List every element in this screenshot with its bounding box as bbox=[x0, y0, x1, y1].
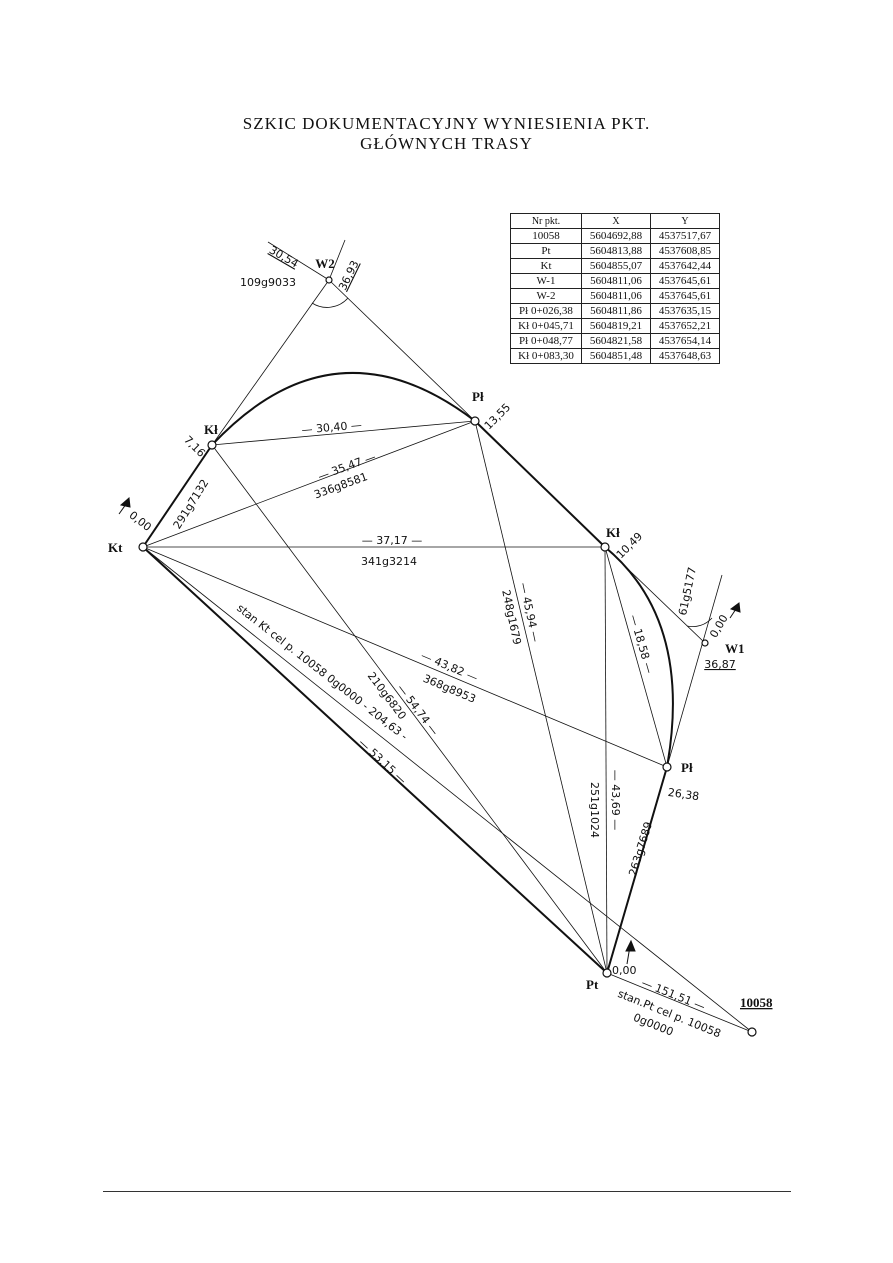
point-pt bbox=[602, 968, 612, 978]
curve-upper-arc bbox=[211, 372, 476, 446]
line-kt-10058 bbox=[142, 546, 753, 1033]
cell-x: 5604692,88 bbox=[581, 228, 651, 244]
cell-y: 4537642,44 bbox=[650, 258, 720, 274]
cell-y: 4537648,63 bbox=[650, 348, 720, 364]
label-pt: Pt bbox=[586, 977, 599, 992]
cell-nr: W-2 bbox=[510, 288, 582, 304]
meas-13-55: 13,55 bbox=[482, 401, 513, 432]
meas-37-17: — 37,17 — bbox=[362, 534, 422, 547]
meas-30-54: 30,54 bbox=[267, 243, 301, 270]
tangent-w2-pl bbox=[328, 279, 476, 422]
meas-0-00-w1: 0,00 bbox=[707, 612, 731, 640]
cell-x: 5604813,88 bbox=[581, 243, 651, 259]
meas-53-15: — 53,15 — bbox=[356, 736, 409, 787]
tangent-w1-pl bbox=[666, 574, 723, 768]
cell-x: 5604851,48 bbox=[581, 348, 651, 364]
meas-angle-263: 263g7689 bbox=[626, 820, 655, 877]
label-w1: W1 bbox=[725, 641, 745, 656]
meas-36-93: 36,93 bbox=[336, 258, 361, 292]
line-pl-upper-pt bbox=[474, 420, 608, 974]
label-pl-upper: Pł bbox=[472, 389, 484, 404]
cell-y: 4537517,67 bbox=[650, 228, 720, 244]
line-kl-upper-pl-upper bbox=[211, 420, 476, 446]
cell-y: 4537608,85 bbox=[650, 243, 720, 259]
meas-angle-251: 251g1024 bbox=[588, 782, 601, 838]
line-kt-pl-lower bbox=[142, 546, 668, 768]
cell-x: 5604811,06 bbox=[581, 273, 651, 289]
line-kl-upper-pt bbox=[211, 444, 608, 974]
cell-x: 5604821,58 bbox=[581, 333, 651, 349]
tangent-w2-ext-right bbox=[328, 239, 346, 281]
arrow-kt-head bbox=[119, 496, 131, 508]
route-kt-kl bbox=[142, 444, 213, 548]
meas-43-69: — 43,69 — bbox=[609, 770, 622, 830]
meas-18-58: — 18,58 — bbox=[627, 613, 656, 675]
route-kt-pt bbox=[142, 546, 608, 974]
point-pl-lower bbox=[662, 762, 672, 772]
line-kl-right-pl-lower bbox=[604, 546, 668, 768]
line-kt-pl-upper bbox=[142, 420, 476, 548]
label-pl-lower: Pł bbox=[681, 760, 693, 775]
meas-angle-61: 61g5177 bbox=[676, 566, 699, 617]
line-kl-right-pt bbox=[604, 546, 608, 974]
meas-angle-341: 341g3214 bbox=[361, 555, 417, 568]
meas-0-00-pt: 0,00 bbox=[612, 964, 637, 977]
label-kt: Kt bbox=[108, 540, 123, 555]
cell-y: 4537652,21 bbox=[650, 318, 720, 334]
tangent-w2-kl bbox=[211, 279, 330, 446]
tangent-w2-ext-left bbox=[267, 241, 330, 281]
point-pl-upper bbox=[470, 416, 480, 426]
route-pl-pt bbox=[606, 766, 668, 974]
title-line-1: SZKIC DOKUMENTACYJNY WYNIESIENIA PKT. bbox=[242, 114, 651, 133]
meas-30-40: — 30,40 — bbox=[301, 418, 362, 436]
footer-divider bbox=[103, 1191, 791, 1192]
arrow-pt-head bbox=[625, 939, 636, 952]
angle-arc-w1 bbox=[686, 617, 713, 627]
meas-stan-kt: stan Kt cel p. 10058 0g0000 - 204,63 - bbox=[234, 602, 410, 743]
meas-36-87: 36,87 bbox=[704, 658, 736, 671]
point-kl-right bbox=[600, 542, 610, 552]
meas-angle-w2: 109g9033 bbox=[240, 276, 296, 289]
title-line-2: GŁÓWNYCH TRASY bbox=[360, 134, 533, 153]
line-pt-10058 bbox=[606, 972, 753, 1033]
label-kl-right: Kł bbox=[606, 525, 620, 540]
meas-0-00-kt: 0,00 bbox=[126, 509, 153, 534]
curve-right-arc bbox=[604, 546, 674, 768]
cell-x: 5604855,07 bbox=[581, 258, 651, 274]
angle-arc-w2 bbox=[311, 297, 349, 308]
label-kl-upper: Kł bbox=[204, 422, 218, 437]
arrow-w1-head bbox=[729, 602, 741, 613]
label-w2: W2 bbox=[315, 256, 335, 271]
point-w1 bbox=[701, 639, 709, 647]
point-10058 bbox=[747, 1027, 757, 1037]
point-kt bbox=[138, 542, 148, 552]
meas-26-38: 26,38 bbox=[667, 786, 700, 803]
route-pl-kl bbox=[474, 420, 606, 548]
cell-y: 4537645,61 bbox=[650, 273, 720, 289]
cell-nr: Pł 0+026,38 bbox=[510, 303, 582, 319]
point-w2 bbox=[325, 276, 333, 284]
point-kl-upper bbox=[207, 440, 217, 450]
label-10058: 10058 bbox=[740, 995, 773, 1010]
table-header-row: Nr pkt. X Y bbox=[510, 213, 720, 229]
